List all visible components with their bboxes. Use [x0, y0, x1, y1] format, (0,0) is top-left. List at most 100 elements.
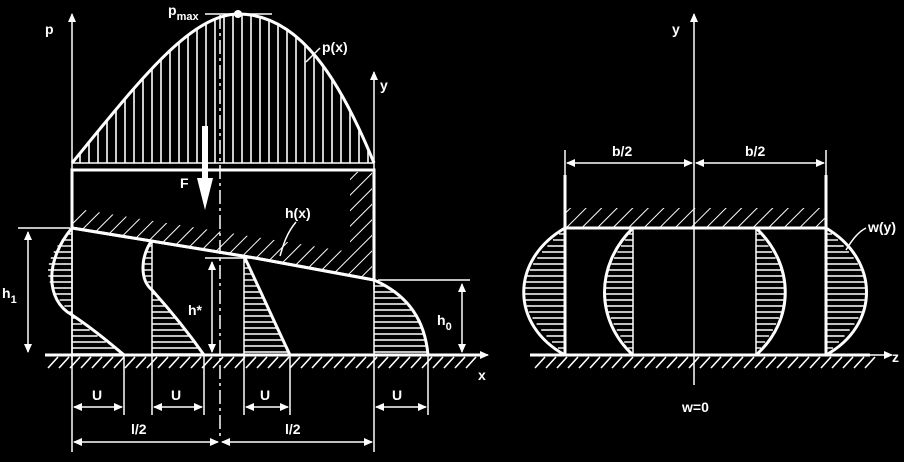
w-zero-label: w=0 — [681, 399, 709, 415]
hatch-line — [600, 356, 612, 369]
hstar-label: h* — [188, 302, 203, 318]
hatch-line — [300, 356, 312, 369]
hatch-line — [443, 356, 455, 369]
hatch-line — [611, 356, 623, 369]
hatch-line — [798, 356, 810, 369]
side-velocity-profiles — [524, 233, 867, 355]
hatch-line — [223, 356, 235, 369]
hatch-line — [47, 356, 59, 369]
pmax-point — [234, 10, 242, 18]
u4-label: U — [392, 387, 402, 403]
slider-hatching — [72, 172, 372, 278]
hatch-line — [776, 356, 788, 369]
hatch-line — [534, 356, 546, 369]
u3-label: U — [260, 387, 270, 403]
hatch-line — [622, 356, 634, 369]
hatch-line — [721, 356, 733, 369]
hatch-line — [578, 356, 590, 369]
right-ground-hatching — [534, 356, 876, 369]
hatch-line — [333, 356, 345, 369]
profile-3-curve — [242, 255, 292, 356]
hatch-line — [267, 356, 279, 369]
right-y-label: y — [672, 21, 680, 37]
profile-4-curve — [373, 278, 430, 356]
w-profile-left — [522, 226, 566, 357]
velocity-profile-3 — [242, 255, 292, 356]
left-diagram: p pmax p(x) y F h(x) x — [2, 2, 489, 452]
hatch-line — [589, 356, 601, 369]
px-leader — [305, 47, 321, 63]
w-profile-inner-left — [603, 226, 635, 357]
pressure-curve — [70, 12, 376, 164]
profile-2-curve — [141, 239, 206, 356]
profile-1-curve — [50, 227, 125, 357]
hatch-line — [743, 356, 755, 369]
hatch-line — [311, 356, 323, 369]
hatch-line — [157, 356, 169, 369]
cross-section-hatching — [565, 208, 826, 228]
hatch-line — [831, 356, 843, 369]
cross-section-outline — [563, 175, 828, 230]
hatch-line — [91, 356, 103, 369]
hatch-line — [556, 356, 568, 369]
hx-label: h(x) — [285, 205, 311, 221]
pressure-hatching — [79, 14, 369, 163]
force-label: F — [180, 175, 189, 191]
hatch-line — [399, 356, 411, 369]
velocity-profile-2 — [141, 239, 206, 356]
hatch-line — [754, 356, 766, 369]
hatch-line — [853, 356, 865, 369]
hatch-line — [168, 356, 180, 369]
b-half-label-left: b/2 — [612, 143, 632, 159]
film-surface-hx — [71, 226, 375, 282]
u1-label: U — [92, 387, 102, 403]
h1-label: h1 — [2, 285, 17, 306]
hatch-line — [366, 356, 378, 369]
pmax-label: pmax — [168, 2, 199, 23]
velocity-profile-1 — [48, 227, 125, 357]
w-profile-right — [825, 226, 868, 357]
hatch-line — [454, 356, 466, 369]
z-axis-label: z — [892, 349, 899, 365]
hatch-line — [102, 356, 114, 369]
hatch-line — [465, 356, 477, 369]
right-diagram: y b/2 b/2 w(y) z w=0 — [522, 13, 899, 415]
px-label: p(x) — [322, 39, 348, 55]
hatch-line — [212, 356, 224, 369]
hatch-line — [787, 356, 799, 369]
force-shaft — [202, 126, 208, 178]
hatch-line — [732, 356, 744, 369]
hatch-line — [655, 356, 667, 369]
hatch-line — [820, 356, 832, 369]
hatch-line — [710, 356, 722, 369]
wy-label: w(y) — [867, 219, 896, 235]
l-half-label-2: l/2 — [285, 421, 301, 437]
hatch-line — [421, 356, 433, 369]
h0-label: h0 — [437, 312, 452, 333]
u2-label: U — [171, 387, 181, 403]
hatch-line — [245, 356, 257, 369]
wy-leader — [845, 227, 867, 251]
hatch-line — [256, 356, 268, 369]
hatch-line — [688, 356, 700, 369]
hatch-line — [410, 356, 422, 369]
hatch-line — [190, 356, 202, 369]
hatch-line — [864, 356, 876, 369]
hatch-line — [567, 356, 579, 369]
hatch-line — [58, 356, 70, 369]
hatch-line — [289, 356, 301, 369]
p-axis-label: p — [45, 21, 54, 37]
hatch-line — [179, 356, 191, 369]
hatch-line — [322, 356, 334, 369]
l-half-label-1: l/2 — [131, 421, 147, 437]
force-arrowhead — [197, 178, 213, 210]
w-profile-inner-right — [754, 226, 787, 357]
hatch-line — [545, 356, 557, 369]
ground-hatching — [47, 356, 477, 369]
velocity-profile-4 — [373, 278, 430, 356]
x-axis-label: x — [478, 367, 486, 383]
hatch-line — [765, 356, 777, 369]
hatch-line — [278, 356, 290, 369]
